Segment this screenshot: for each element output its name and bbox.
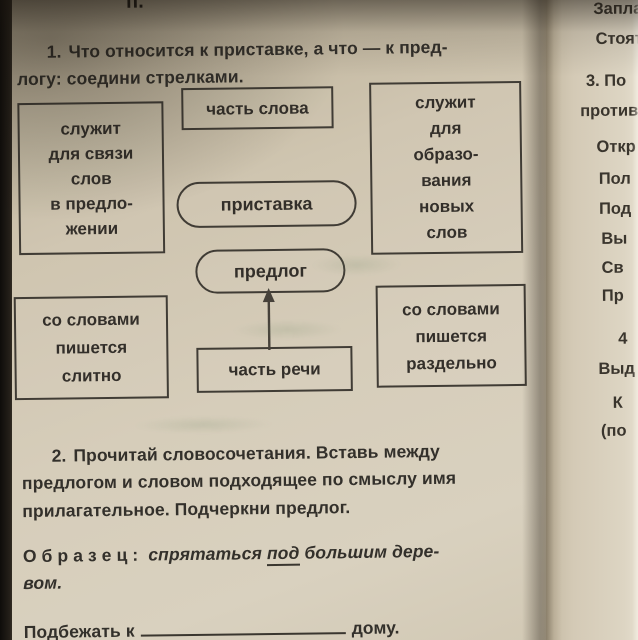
exercise2-text: Прочитай словосочетания. Вставь между пр… [21, 440, 457, 521]
box-serves-word-formation: служит для образо- вания новых слов [369, 80, 524, 255]
next-page-text: Запла Стоят 3. По против Откр Пол Под Вы… [546, 0, 638, 640]
next-page-line: Св [601, 258, 624, 277]
next-page-line: Пр [601, 286, 624, 305]
next-page-line: против [580, 101, 638, 121]
task-suffix: дому. [351, 616, 400, 638]
next-page-line: 3. По [585, 71, 627, 91]
next-page-line: 4 [618, 329, 628, 348]
fill-in-blank [140, 617, 346, 637]
page-content: п. 1.Что относится к приставке, а что — … [8, 0, 550, 640]
exercise2-number: 2. [51, 445, 67, 466]
oval-pristavka: приставка [176, 179, 357, 229]
sample-underlined-preposition: под [266, 542, 300, 566]
sample-text-part1: спрятаться [148, 542, 263, 565]
arrow-up-icon [262, 288, 275, 351]
cut-off-top-text: п. [125, 0, 144, 13]
box-written-separately: со словами пишется раздельно [375, 283, 527, 388]
sample-paragraph: О б р а з е ц :спрятаться под большим де… [23, 536, 542, 597]
next-page-line: К [612, 393, 623, 412]
next-page-line: Вы [601, 229, 628, 248]
show-through-mark [232, 319, 343, 341]
task-line: Подбежать к дому. [24, 612, 544, 640]
textbook-page: п. 1.Что относится к приставке, а что — … [12, 0, 546, 640]
next-page-line: Под [598, 199, 632, 218]
next-page-line: (по [600, 421, 627, 440]
task-prefix: Подбежать к [23, 620, 135, 640]
exercise2-paragraph: 2.Прочитай словосочетания. Вставь между … [21, 436, 540, 525]
show-through-mark [133, 414, 274, 435]
page-edge-highlight [632, 0, 638, 640]
next-page-line: Пол [598, 169, 631, 188]
exercise1-number: 1. [46, 41, 62, 62]
next-page-edge: Запла Стоят 3. По против Откр Пол Под Вы… [546, 0, 638, 640]
box-written-together: со словами пишется слитно [13, 295, 169, 401]
next-page-line: Выд [598, 359, 635, 378]
box-part-of-word: часть слова [181, 86, 334, 131]
box-serves-linking-words: служит для связи слов в предло- жении [17, 101, 166, 256]
sample-label: О б р а з е ц : [22, 544, 139, 566]
exercise1-text: Что относится к приставке, а что — к пре… [16, 36, 448, 90]
next-page-line: Откр [596, 137, 636, 156]
box-part-of-speech: часть речи [196, 346, 353, 393]
